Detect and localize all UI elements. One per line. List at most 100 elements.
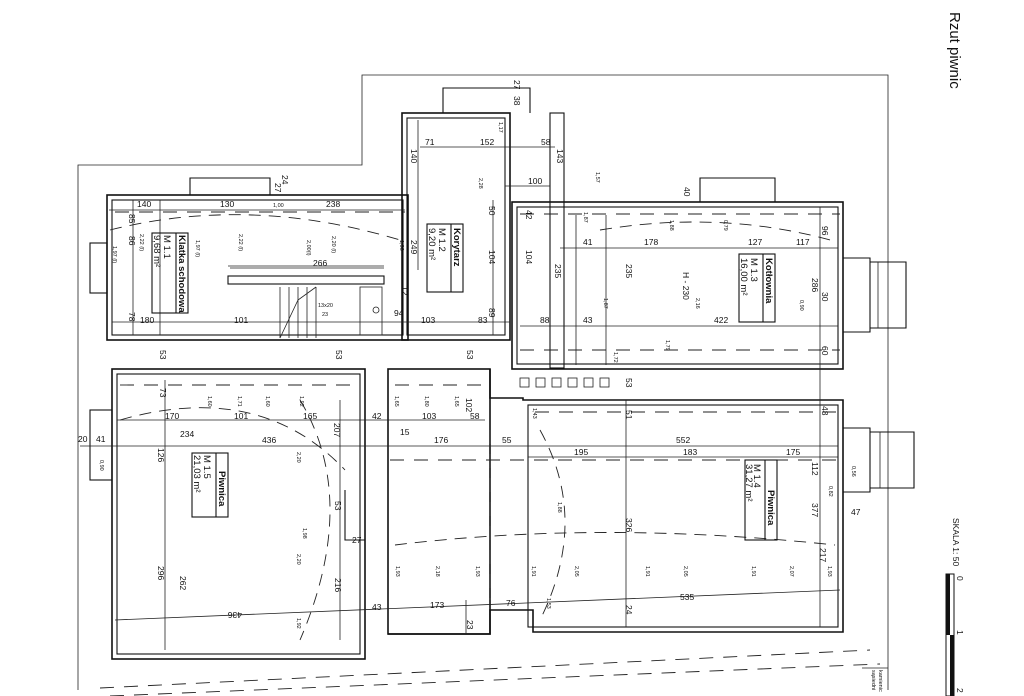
svg-text:140: 140	[409, 149, 419, 163]
room-name: Piwnica	[216, 471, 227, 507]
svg-text:1,96: 1,96	[398, 240, 404, 251]
svg-text:436: 436	[228, 610, 242, 620]
level-labels: 1,97 (l) 2,22 (l) 1,97 (l) 2,22 (l) 2,00…	[98, 122, 856, 629]
svg-text:1,71: 1,71	[236, 396, 242, 407]
svg-text:126: 126	[156, 448, 166, 462]
svg-text:53: 53	[624, 378, 634, 388]
svg-text:112: 112	[810, 462, 820, 476]
svg-text:1,43: 1,43	[531, 408, 537, 419]
svg-text:42: 42	[524, 210, 534, 220]
misc-dimension-labels: 27 38 140 143 100 50 40 24 27 85 86 78 2…	[78, 80, 861, 630]
svg-text:23: 23	[322, 312, 328, 318]
room-label-m11: Klatka schodowa M 1.1 9,68 m²	[151, 232, 189, 314]
svg-text:12: 12	[400, 286, 410, 296]
svg-text:88: 88	[540, 315, 550, 325]
room-name: Piwnica	[765, 490, 776, 526]
svg-text:1,60: 1,60	[264, 396, 270, 407]
svg-text:0,90: 0,90	[798, 300, 804, 311]
side-note: sąsiedni kamienic	[862, 667, 888, 692]
svg-text:1,97 (l): 1,97 (l)	[194, 240, 200, 257]
svg-text:51: 51	[624, 410, 634, 420]
svg-text:2,05: 2,05	[682, 566, 688, 577]
room-code: M 1.1	[161, 235, 172, 259]
svg-text:1,93: 1,93	[394, 566, 400, 577]
svg-text:207: 207	[332, 423, 342, 437]
scale-bar: SKALA 1: 50 0 1 2	[945, 518, 965, 696]
svg-text:2,20: 2,20	[295, 452, 301, 463]
svg-text:216: 216	[333, 578, 343, 592]
svg-text:238: 238	[326, 199, 340, 209]
svg-text:1,88: 1,88	[668, 220, 674, 231]
svg-text:71: 71	[425, 137, 435, 147]
svg-text:43: 43	[372, 602, 382, 612]
staircase	[227, 267, 385, 339]
outer-outline	[77, 74, 889, 696]
room-area: 21,03 m²	[191, 455, 202, 493]
svg-text:1,65: 1,65	[393, 396, 399, 407]
svg-text:377: 377	[810, 503, 820, 517]
svg-text:2,22 (l): 2,22 (l)	[138, 234, 144, 251]
svg-text:104: 104	[524, 250, 534, 264]
room-code: M 1.3	[748, 258, 759, 282]
svg-text:2,28: 2,28	[477, 178, 483, 189]
svg-text:195: 195	[574, 447, 588, 457]
svg-text:83: 83	[478, 315, 488, 325]
svg-text:2,16: 2,16	[694, 298, 700, 309]
svg-text:53: 53	[465, 350, 475, 360]
svg-text:173: 173	[430, 600, 444, 610]
room-area: 9,68 m²	[151, 235, 162, 267]
svg-text:1,87: 1,87	[582, 212, 588, 223]
svg-text:1,93: 1,93	[826, 566, 832, 577]
svg-text:1,88: 1,88	[556, 502, 562, 513]
svg-text:41: 41	[583, 237, 593, 247]
svg-text:60: 60	[820, 346, 830, 356]
svg-text:1,92: 1,92	[298, 396, 304, 407]
svg-text:43: 43	[583, 315, 593, 325]
svg-text:sąsiedni: sąsiedni	[870, 670, 876, 690]
scale-tick-1: 1	[955, 630, 965, 635]
svg-text:552: 552	[676, 435, 690, 445]
dimension-labels: 140 130 1,00 238 71 152 58 266 13x20 23 …	[137, 137, 810, 620]
svg-text:73: 73	[158, 388, 168, 398]
room-name: Klatka schodowa	[176, 235, 187, 313]
dimension-lines	[80, 120, 841, 650]
room-name: Kotłownia	[763, 258, 774, 304]
svg-text:86: 86	[127, 236, 137, 246]
svg-text:234: 234	[180, 429, 194, 439]
svg-text:1,92: 1,92	[295, 618, 301, 629]
svg-text:0,90: 0,90	[98, 460, 104, 471]
svg-text:1,87: 1,87	[602, 298, 608, 309]
room-code: M 1.5	[201, 455, 212, 479]
svg-text:103: 103	[421, 315, 435, 325]
svg-text:23: 23	[465, 620, 475, 630]
svg-text:27: 27	[273, 183, 283, 193]
svg-text:2,00(l): 2,00(l)	[305, 240, 311, 256]
svg-text:1,65: 1,65	[453, 396, 459, 407]
svg-text:1,57: 1,57	[594, 172, 600, 183]
svg-text:H - 230: H - 230	[681, 272, 691, 300]
svg-text:326: 326	[624, 518, 634, 532]
svg-text:422: 422	[714, 315, 728, 325]
svg-text:296: 296	[156, 566, 166, 580]
svg-text:101: 101	[234, 411, 248, 421]
svg-text:1,97 (l): 1,97 (l)	[111, 246, 117, 263]
svg-text:1,91: 1,91	[750, 566, 756, 577]
svg-text:2,20 (l): 2,20 (l)	[330, 236, 336, 253]
svg-text:96: 96	[820, 226, 830, 236]
room-area: 31,27 m²	[743, 464, 754, 502]
walls	[89, 87, 915, 660]
svg-text:27: 27	[512, 80, 522, 90]
scale-tick-2: 2	[955, 688, 965, 693]
svg-text:436: 436	[262, 435, 276, 445]
svg-text:1,72: 1,72	[612, 352, 618, 363]
svg-text:143: 143	[555, 149, 565, 163]
svg-text:13x20: 13x20	[318, 303, 333, 309]
svg-text:53: 53	[334, 350, 344, 360]
svg-text:kamienic: kamienic	[877, 670, 883, 692]
svg-text:217: 217	[818, 548, 828, 562]
svg-text:53: 53	[158, 350, 168, 360]
svg-text:48: 48	[820, 406, 830, 416]
svg-text:262: 262	[178, 576, 188, 590]
drawing-title: Rzut piwnic	[946, 12, 963, 89]
